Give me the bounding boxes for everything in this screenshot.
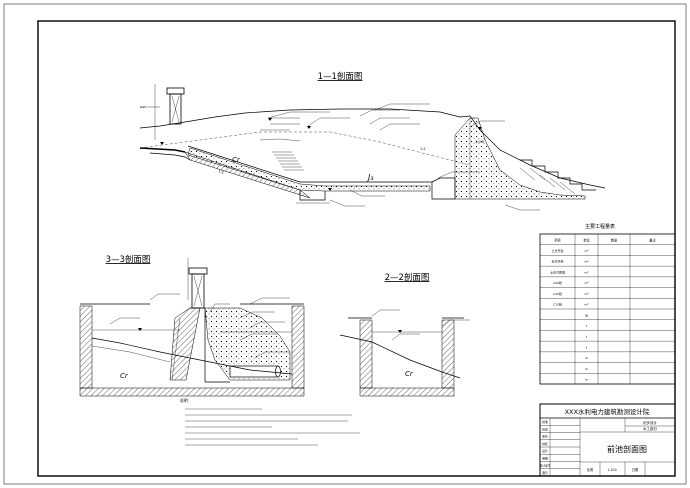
quantity-table-title: 主要工程量表 bbox=[585, 223, 615, 230]
annotation-leaders bbox=[267, 103, 540, 211]
section-1-1-title: 1—1剖面图 bbox=[318, 71, 363, 82]
slope-label-a: 1:2 bbox=[218, 169, 225, 174]
water-levels bbox=[259, 117, 301, 142]
notes-heading: 说明： bbox=[180, 398, 191, 403]
section-3-3: 3—3剖面图 bbox=[79, 254, 305, 397]
table-cell-unit: t bbox=[586, 345, 588, 349]
table-cell-item: C20砼 bbox=[553, 280, 562, 285]
institute-name: XXX水利电力建筑勘测设计院 bbox=[565, 407, 650, 416]
table-header-cell: 数量 bbox=[611, 238, 618, 243]
channel-bottom bbox=[359, 387, 455, 397]
scale-label: 比例 bbox=[587, 467, 593, 472]
table-cell-unit: t bbox=[586, 324, 588, 328]
table-cell-item: C15砼 bbox=[553, 302, 562, 307]
rock-label-2-2: Cr bbox=[405, 370, 414, 378]
table-cell-item: C20砼 bbox=[553, 291, 562, 296]
table-header-cell: 项目 bbox=[554, 239, 560, 243]
title-block-role: 设计 bbox=[542, 449, 548, 453]
title-block-role: 批准 bbox=[542, 420, 548, 424]
title-block-role: 核定 bbox=[542, 427, 548, 431]
excavation-line bbox=[139, 131, 471, 166]
level-markers bbox=[160, 118, 482, 191]
table-cell-unit: m³ bbox=[584, 303, 589, 307]
outer-frame bbox=[3, 3, 687, 485]
title-block-role: 图号 bbox=[542, 471, 548, 475]
table-cell-item: 土石方回填 bbox=[550, 269, 565, 274]
svg-text:1.2: 1.2 bbox=[140, 105, 145, 109]
right-wall bbox=[291, 305, 305, 389]
section-2-2: 2—2剖面图 Cr bbox=[339, 272, 470, 397]
slope-label-b: 1:2 bbox=[420, 147, 426, 151]
title-block-role: 设计证号 bbox=[539, 464, 550, 468]
table-cell-unit: m³ bbox=[584, 260, 589, 264]
title-block-role: 校核 bbox=[542, 442, 548, 446]
table-cell-unit: t bbox=[586, 335, 588, 339]
spillway-body bbox=[454, 117, 586, 200]
rock-label-left: Cr bbox=[232, 156, 241, 164]
slope-label-c: 1:0.5 bbox=[475, 140, 484, 144]
slope-ticks bbox=[272, 151, 304, 171]
title-block-role: 制图 bbox=[542, 456, 548, 460]
table-cell-unit: m³ bbox=[584, 281, 589, 285]
table-cell-item: 石方开挖 bbox=[551, 259, 563, 264]
table-cell-unit: m bbox=[585, 378, 588, 382]
discipline-label: 水工部分 bbox=[643, 426, 657, 431]
scale-value: 1:100 bbox=[607, 468, 616, 472]
table-header-cell: 备注 bbox=[649, 238, 656, 243]
bottom-slab bbox=[79, 387, 305, 397]
table-cell-item: 土方开挖 bbox=[551, 248, 563, 253]
notes-block: 说明： bbox=[180, 398, 360, 446]
rock-label-right: J₃ bbox=[366, 173, 374, 182]
stage-label: 初步设计 bbox=[643, 420, 657, 425]
intake-block bbox=[204, 307, 291, 381]
rock-label-3-3: Cr bbox=[120, 372, 129, 380]
table-cell-unit: m³ bbox=[584, 249, 589, 253]
channel-bed bbox=[139, 147, 186, 153]
drawing-title: 前池剖面图 bbox=[607, 444, 647, 454]
section-3-3-title: 3—3剖面图 bbox=[106, 254, 151, 265]
table-cell-unit: m³ bbox=[584, 292, 589, 296]
table-header-cell: 单位 bbox=[583, 238, 590, 243]
channel-left-wall bbox=[359, 319, 373, 389]
section-2-2-title: 2—2剖面图 bbox=[385, 272, 430, 283]
ground-line bbox=[139, 108, 606, 189]
table-cell-unit: 台 bbox=[585, 312, 588, 317]
left-wall bbox=[79, 305, 93, 389]
date-label: 日期 bbox=[632, 467, 638, 472]
table-cell-unit: m bbox=[585, 367, 588, 371]
title-block-role: 审查 bbox=[542, 435, 548, 439]
table-cell-unit: m³ bbox=[584, 270, 589, 274]
section-1-1: 1—1剖面图 1.2 bbox=[139, 71, 606, 211]
table-cell-unit: m bbox=[585, 356, 588, 360]
channel-right-wall bbox=[441, 319, 455, 389]
